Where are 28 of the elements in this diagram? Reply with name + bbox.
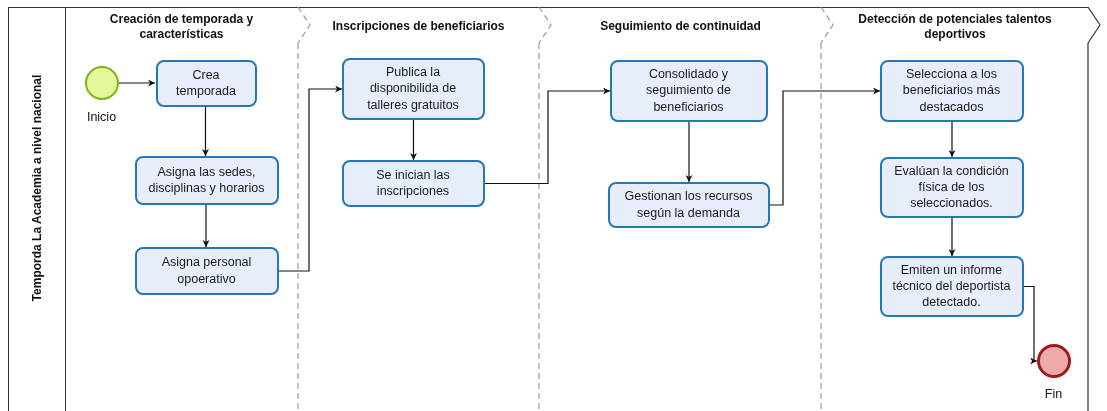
arrow bbox=[1023, 285, 1038, 365]
arrow bbox=[685, 121, 693, 183]
arrow bbox=[948, 217, 956, 257]
arrow bbox=[410, 119, 417, 161]
arrow bbox=[277, 85, 343, 272]
task-box: Emiten un informe técnico del deportista detectado. bbox=[879, 255, 1024, 317]
task-box: Publica la disponibilida de talleres gratuitos bbox=[341, 57, 485, 120]
event-label: Inicio bbox=[86, 109, 117, 124]
arrow bbox=[948, 121, 956, 158]
phase-heading: Creación de temporada y características bbox=[108, 10, 255, 43]
event-label: Fin bbox=[1044, 386, 1063, 401]
task-box: Evalúan la condición física de los seleccionados. bbox=[879, 156, 1024, 218]
arrow bbox=[202, 106, 209, 157]
arrow bbox=[484, 87, 611, 185]
task-box: Gestionan los recursos según la demanda bbox=[607, 181, 770, 228]
task-box: Crea temporada bbox=[155, 59, 257, 107]
phase-heading: Inscripciones de beneficiarios bbox=[331, 18, 506, 35]
phase-heading: Seguimiento de continuidad bbox=[599, 18, 762, 35]
task-box: Selecciona a los beneficiarios más destacados bbox=[879, 59, 1024, 122]
phase-heading: Detección de potenciales talentos deportivos bbox=[857, 10, 1053, 43]
arrow bbox=[769, 87, 881, 206]
task-box: Asigna personal opoerativo bbox=[134, 246, 279, 295]
arrow bbox=[202, 204, 210, 248]
arrow bbox=[117, 79, 156, 87]
task-box: Se inician las inscripciones bbox=[341, 159, 485, 207]
task-box: Consolidado y seguimiento de beneficiarios bbox=[609, 59, 768, 122]
pool-label: Temporda La Academia a nivel nacional bbox=[30, 74, 44, 302]
task-box: Asigna las sedes, disciplinas y horarios bbox=[134, 155, 279, 205]
